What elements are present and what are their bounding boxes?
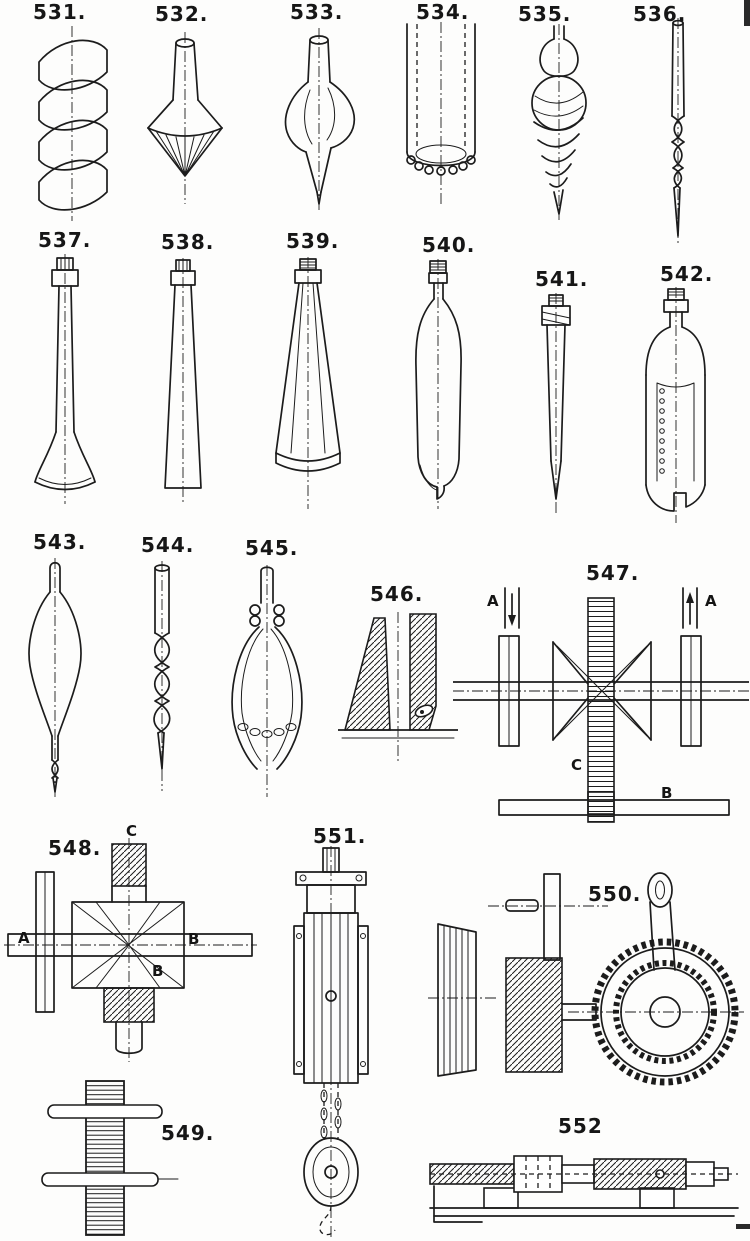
figure-537-label: 537. <box>38 228 92 252</box>
page-edge-mark-bottom-right <box>736 1224 750 1229</box>
figure-536: 536. <box>628 2 720 248</box>
figure-547-label: 547. <box>586 561 640 585</box>
page-edge-mark-top-right <box>744 0 750 26</box>
figure-543-label: 543. <box>33 530 87 554</box>
figure-538: 538. <box>146 230 224 506</box>
wire-cage-tool-drawing <box>231 565 303 797</box>
spade-boring-tool-drawing <box>34 254 96 504</box>
friction-cone-drive-drawing: A A B C <box>453 587 749 823</box>
figure-542: 542. <box>630 261 728 525</box>
open-twist-gimlet-drawing <box>153 561 171 791</box>
figure-544-label: 544. <box>141 533 195 557</box>
figure-552: 552 <box>420 1108 748 1238</box>
pierced-shell-auger-drawing <box>645 287 706 523</box>
twist-auger-bit-drawing <box>38 26 108 221</box>
fig548-letter-b2: B <box>152 962 163 980</box>
tool-section-drawing <box>338 612 458 764</box>
fig548-letter-a: A <box>18 929 30 947</box>
figure-545: 545. <box>218 533 316 799</box>
figure-541: 541. <box>520 265 592 513</box>
figure-539: 539. <box>263 229 355 513</box>
spear-point-bit-drawing <box>28 558 82 798</box>
figure-545-label: 545. <box>245 536 299 560</box>
figure-534-label: 534. <box>416 0 470 24</box>
figure-534: 534. <box>394 0 490 208</box>
figure-544: 544. <box>126 531 198 793</box>
figure-538-label: 538. <box>161 230 215 254</box>
figure-533: 533. <box>266 0 374 212</box>
fig547-letter-c: C <box>571 756 582 774</box>
figure-548: 548. C A B B <box>4 820 260 1062</box>
figure-532: 532. <box>133 2 237 207</box>
fig547-letter-a-right: A <box>705 592 717 610</box>
figure-533-label: 533. <box>290 0 344 24</box>
chain-pulley-block-drawing <box>293 846 369 1238</box>
cone-twist-gimlet-drawing <box>531 24 587 220</box>
slender-gimlet-drawing <box>671 18 685 244</box>
figure-540: 540. <box>400 233 478 513</box>
figure-543: 543. <box>10 528 102 800</box>
fig547-letter-b: B <box>661 784 672 802</box>
figure-531-label: 531. <box>33 0 87 24</box>
figure-541-label: 541. <box>535 267 589 291</box>
figure-552-label: 552 <box>558 1114 603 1138</box>
rose-countersink-drawing <box>147 32 223 204</box>
figure-532-label: 532. <box>155 2 209 26</box>
capstan-screw-drawing <box>41 1080 179 1236</box>
figure-542-label: 542. <box>660 262 714 286</box>
figure-540-label: 540. <box>422 233 476 257</box>
figure-546: 546. <box>336 580 460 774</box>
figure-548-label: 548. <box>48 836 102 860</box>
figure-549-label: 549. <box>161 1121 215 1145</box>
spindle-assembly-drawing <box>429 1155 739 1223</box>
figure-539-label: 539. <box>286 229 340 253</box>
square-shank-drill-drawing <box>541 293 571 513</box>
figure-537: 537. <box>22 228 110 506</box>
figure-546-label: 546. <box>370 582 424 606</box>
figure-551: 551. <box>272 820 390 1241</box>
fig548-letter-b: B <box>188 930 199 948</box>
gear-and-cone-pulley-drawing <box>428 872 744 1086</box>
flat-taper-reamer-drawing <box>164 258 202 504</box>
figure-550-label: 550. <box>588 882 642 906</box>
crown-shell-bit-drawing <box>406 22 476 206</box>
figure-549: 549. <box>36 1075 224 1241</box>
figure-536-label: 536. <box>633 2 687 26</box>
figure-535: 535. <box>510 0 606 222</box>
figure-551-label: 551. <box>313 824 367 848</box>
fig547-letter-a-left: A <box>487 592 499 610</box>
center-bit-drawing <box>284 28 356 210</box>
shell-auger-drawing <box>415 259 462 509</box>
figure-547: 547. A A B C <box>452 558 750 830</box>
fig548-letter-c: C <box>126 822 137 840</box>
figure-531: 531. <box>15 0 127 222</box>
figure-535-label: 535. <box>518 2 572 26</box>
figure-550: 550. <box>426 864 748 1112</box>
bevel-gear-cross-drawing: C A B B <box>4 822 257 1062</box>
fluted-taper-reamer-drawing <box>275 257 341 509</box>
